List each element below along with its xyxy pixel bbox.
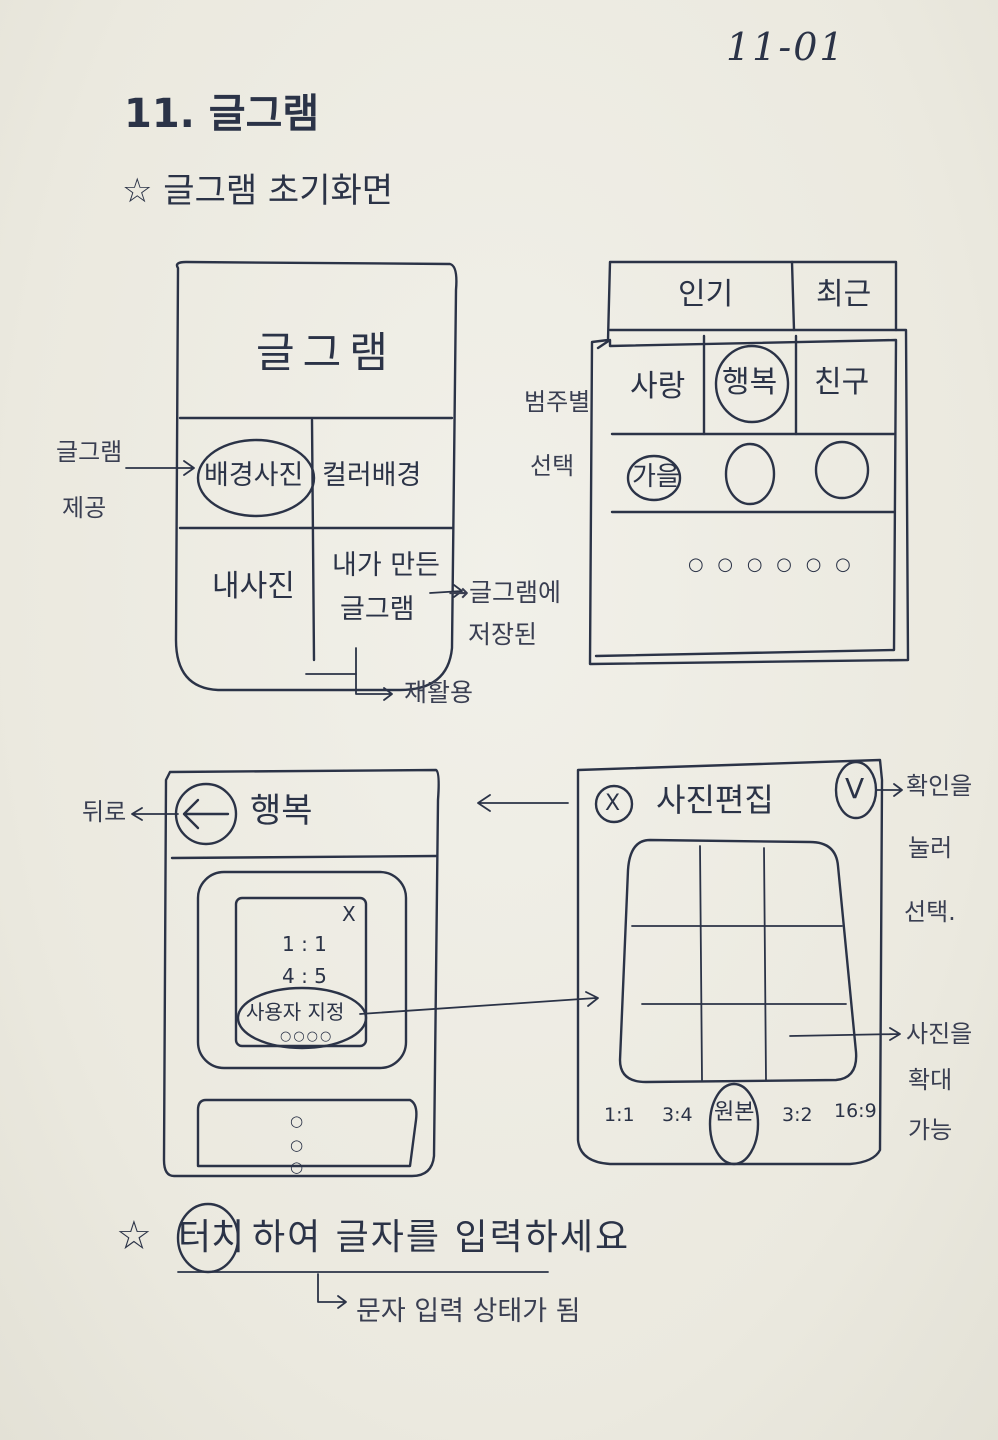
happiness-chip-highlight	[714, 344, 790, 424]
tab-recent[interactable]: 최근	[816, 277, 872, 312]
color-background-cell[interactable]: 컬러배경	[322, 460, 422, 491]
crop-grid-v2	[763, 847, 767, 1081]
ratio-option-3-4[interactable]: 3:4	[662, 1104, 693, 1126]
home-grid-vertical	[310, 418, 316, 662]
edit-to-editor-arrow	[477, 794, 569, 812]
sheet-dot-1: ○	[290, 1112, 304, 1130]
editor-screen-frame	[162, 768, 440, 1178]
ratio-more-dots: ○○○○	[280, 1029, 334, 1044]
category-note-line1: 범주별	[524, 388, 591, 416]
ratio-custom[interactable]: 사용자 지정	[246, 1000, 345, 1024]
photo-edit-frame	[576, 758, 884, 1166]
ratio-popup	[234, 896, 368, 1048]
photo-edit-title: 사진편집	[656, 781, 774, 819]
empty-chip-2	[814, 440, 870, 500]
background-photo-highlight	[196, 438, 316, 518]
ratio-4-5[interactable]: 4 : 5	[282, 964, 327, 988]
category-more-dots[interactable]: ○ ○ ○ ○ ○ ○	[688, 554, 855, 575]
zoom-note-line3: 가능	[908, 1116, 953, 1144]
footer-text: 하여 글자를 입력하세요	[252, 1217, 631, 1258]
saved-arrow	[429, 584, 463, 598]
empty-chip-1	[724, 442, 776, 506]
sheet-dot-3: ○	[290, 1158, 304, 1176]
ratio-popup-close[interactable]: X	[342, 902, 356, 926]
my-made-cell-line2[interactable]: 글그램	[340, 594, 415, 625]
footer-touch[interactable]: 터치	[178, 1217, 245, 1258]
reuse-note: 재활용	[404, 678, 474, 707]
editor-title: 행복	[250, 791, 313, 831]
close-icon	[594, 784, 634, 824]
confirm-mark[interactable]: V	[845, 772, 865, 805]
footer-note-arrow	[317, 1273, 347, 1309]
section-title: 11. 글그램	[124, 91, 320, 137]
footer-star: ☆	[116, 1213, 152, 1259]
my-made-cell-line1[interactable]: 내가 만든	[332, 550, 440, 581]
provide-note-line2: 제공	[62, 494, 107, 522]
home-title: 글그램	[256, 328, 396, 377]
custom-ratio-highlight	[236, 986, 368, 1050]
back-arrow-glyph	[182, 798, 230, 830]
confirm-note-line3: 선택.	[904, 898, 956, 926]
sheet-dot-2: ○	[290, 1136, 304, 1154]
home-screen-frame	[174, 260, 458, 692]
zoom-note-arrow	[789, 1027, 901, 1041]
editor-header-divider	[170, 854, 438, 860]
confirm-note-line1: 확인을	[906, 772, 973, 800]
my-photo-cell[interactable]: 내사진	[212, 569, 295, 604]
tab-popular[interactable]: 인기	[678, 277, 734, 312]
ratio-1-1[interactable]: 1 : 1	[282, 932, 327, 956]
zoom-note-line2: 확대	[908, 1066, 953, 1094]
ratio-option-original[interactable]: 원본	[714, 1100, 755, 1125]
close-mark[interactable]: X	[605, 791, 621, 816]
reuse-arrow	[355, 647, 393, 701]
provide-note-line1: 글그램	[56, 438, 123, 466]
saved-note-line1: →글그램에	[448, 578, 561, 607]
original-ratio-highlight	[708, 1082, 760, 1166]
subtitle: ☆ 글그램 초기화면	[122, 171, 394, 211]
ratio-option-16-9[interactable]: 16:9	[834, 1100, 877, 1122]
back-note-arrow	[131, 807, 179, 821]
category-note-line2: 선택	[530, 452, 575, 480]
saved-note-line2: 저장된	[468, 620, 538, 649]
confirm-note-arrow	[875, 783, 903, 797]
chip-happiness[interactable]: 행복	[722, 365, 778, 400]
chip-autumn[interactable]: 가을	[632, 462, 680, 492]
page-number: 11-01	[726, 25, 846, 69]
category-screen-frame	[588, 260, 910, 666]
zoom-note-line1: 사진을	[906, 1020, 973, 1048]
category-inner-frame	[594, 338, 898, 658]
back-note: 뒤로	[82, 798, 127, 826]
background-photo-cell[interactable]: 배경사진	[204, 460, 304, 491]
crop-frame	[618, 838, 858, 1084]
autumn-chip-highlight	[626, 454, 682, 502]
category-tab-divider	[790, 260, 796, 332]
ratio-option-3-2[interactable]: 3:2	[782, 1104, 813, 1126]
provide-arrow	[125, 460, 195, 476]
footer-note: 문자 입력 상태가 됨	[356, 1296, 581, 1327]
crop-grid-v1	[699, 845, 703, 1081]
custom-to-edit-arrow	[359, 991, 599, 1015]
ratio-option-1-1[interactable]: 1:1	[604, 1104, 635, 1126]
confirm-note-line2: 눌러	[908, 834, 953, 862]
editor-canvas-outer	[196, 870, 408, 1070]
chip-friend[interactable]: 친구	[814, 365, 870, 400]
chip-love[interactable]: 사랑	[630, 369, 686, 404]
editor-bottom-sheet	[196, 1098, 418, 1168]
